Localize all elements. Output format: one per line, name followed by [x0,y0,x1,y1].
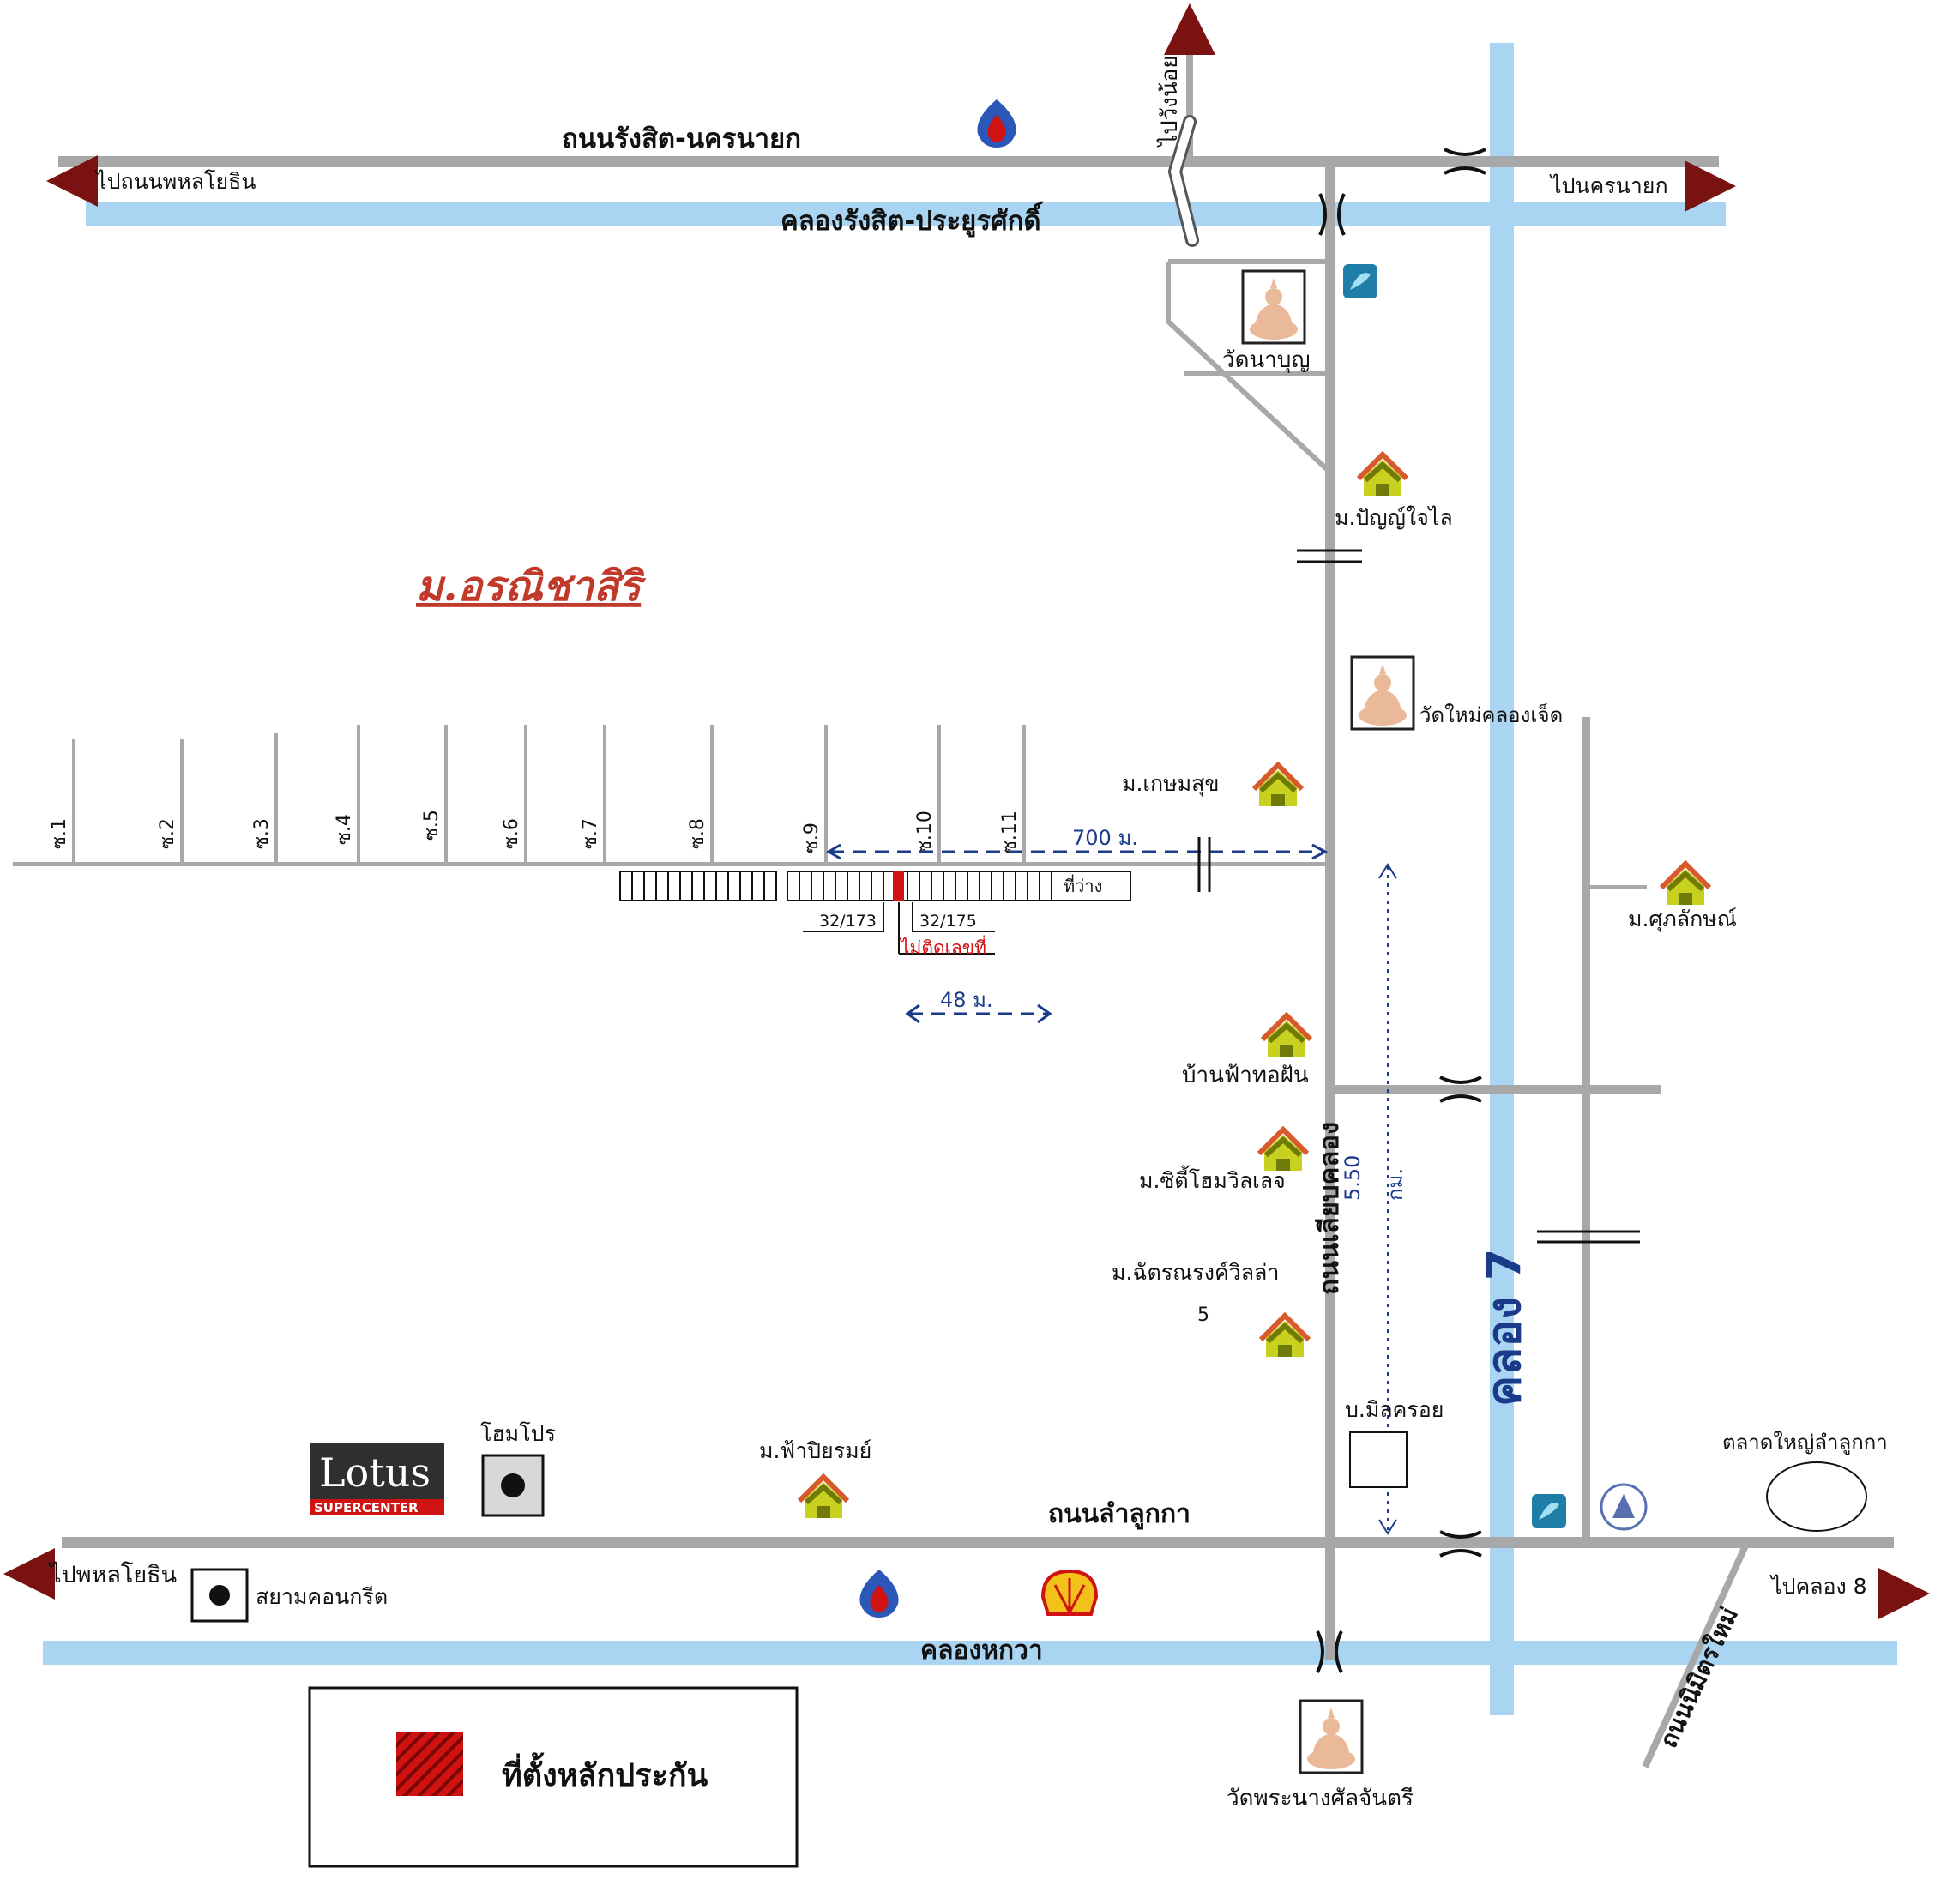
house-icon-suphalak [1661,864,1709,905]
legend: ที่ตั้งหลักประกัน [308,1686,799,1868]
road-lam-luk-ka [62,1537,1894,1548]
canal-hok-wa-label: คลองหกวา [920,1636,1043,1666]
khlong-side-road-label: ถนนเลียบคลอง [1314,1122,1345,1295]
legend-label: ที่ตั้งหลักประกัน [502,1752,708,1793]
lotus-logo: Lotus SUPERCENTER [310,1443,444,1515]
road-wangnoi [1186,50,1193,156]
distance-550-unit: กม. [1383,1168,1408,1201]
house-icon-fa-piyarom [799,1477,847,1518]
ptt-station-icon-top [977,99,1016,148]
panyachai-label: ม.ปัญญ์ใจไล [1335,505,1453,530]
suphalak-label: ม.ศุภลักษณ์ [1628,907,1737,932]
bridge-side-road [1297,549,1362,563]
soi-2-label: ซ.2 [157,818,178,849]
soi-road-bridge [1197,837,1211,892]
ban-fa-label: บ้านฟ้าทอฝัน [1182,1063,1309,1088]
bridge-east-road [1537,1230,1640,1244]
soi-7-label: ซ.7 [580,818,601,849]
road-ban-fa-link [1335,1085,1661,1094]
village-main-label: ม.อรณิชาสิริ [416,563,647,611]
distance-48-label: 48 ม. [940,988,993,1012]
road-sois-main [13,862,1325,866]
millcroy-box [1349,1431,1408,1488]
soi-11-label: ซ.11 [999,810,1021,853]
kasemsuk-label: ม.เกษมสุข [1122,771,1219,797]
plot-right-number: 32/175 [919,912,977,931]
soi-10-label: ซ.10 [914,810,936,853]
road-khlong-side [1325,167,1335,1660]
road-lam-luk-ka-label: ถนนลำลูกกา [1048,1499,1191,1530]
soi-6-label: ซ.6 [501,818,522,849]
plot-rows [619,871,1131,901]
to-khlong8-label: ไปคลอง 8 [1769,1574,1867,1599]
wat-mai-label: วัดใหม่คลองเจ็ด [1420,702,1563,727]
house-icon-panyachai [1359,455,1407,496]
bank-icon-bottom [1532,1494,1566,1528]
canal-rangsit-prayunsak [86,202,1726,226]
canal-hok-wa [43,1641,1897,1665]
soi-lines [72,725,1026,862]
to-phahonyothin-top-label: ไปถนนพหลโยธิน [94,169,256,194]
chattarana-label: ม.ฉัตรณรงค์วิลล่า [1112,1260,1279,1285]
soi-1-label: ซ.1 [49,818,70,849]
khlong7-label: คลอง 7 [1477,1249,1531,1407]
no-number-label: ไม่ติดเลขที่ [899,935,986,958]
canal-khlong7 [1490,43,1514,1715]
homepro-label: โฮมโปร [480,1421,556,1446]
road-suphalak-link [1590,885,1647,889]
house-icon-kasemsuk [1254,765,1302,806]
siam-concrete-label: สยามคอนกรีต [256,1584,388,1609]
chattarana-number: 5 [1197,1304,1209,1326]
plot-left-number: 32/173 [819,912,877,931]
city-home-label: ม.ซิตี้โฮมวิลเลจ [1139,1165,1286,1193]
soi-9-label: ซ.9 [801,822,823,853]
distance-700-label: 700 ม. [1072,826,1138,850]
soi-4-label: ซ.4 [334,814,355,845]
lotus-brand: Lotus [319,1449,431,1496]
road-wat-na-bun [1166,259,1330,473]
legend-swatch [396,1732,463,1796]
talad-oval [1766,1461,1867,1532]
krungthai-bank-icon [1600,1483,1648,1531]
vacant-label: ที่ว่าง [1064,874,1102,896]
wat-phra-nang-label: วัดพระนางศัลจันตรี [1227,1786,1414,1811]
collateral-plot-marker [893,871,904,901]
soi-5-label: ซ.5 [421,810,443,841]
to-phahonyothin-bottom-label: ไปพหลโยธิน [48,1562,177,1588]
distance-550-value: 5.50 [1341,1155,1365,1201]
temple-icon-wat-na-bun [1241,269,1306,345]
talad-label: ตลาดใหญ่ลำลูกกา [1722,1431,1888,1455]
canal-rangsit-prayunsak-label: คลองรังสิต-ประยูรศักดิ์ [781,201,1044,238]
house-icon-chattarana [1261,1316,1309,1357]
ptt-station-icon-bottom [859,1570,899,1618]
temple-icon-wat-mai [1350,655,1415,731]
house-icon-city-home [1259,1130,1307,1171]
homepro-icon [481,1454,545,1517]
soi-8-label: ซ.8 [687,818,708,849]
temple-icon-wat-phra-nang [1299,1699,1364,1774]
soi-3-label: ซ.3 [251,818,273,849]
millcroy-label: บ.มิลครอย [1345,1397,1444,1422]
plot-leader-lines [803,902,995,955]
bank-icon-top [1343,264,1377,298]
siam-concrete-icon [190,1568,249,1623]
road-rangsit-nakhonnayok-label: ถนนรังสิต-นครนายก [562,124,801,154]
road-rangsit-nakhonnayok [58,156,1719,167]
lotus-sub: SUPERCENTER [314,1500,419,1515]
to-wangnoi-label: ไปวังน้อย [1156,56,1183,148]
fa-piyarom-label: ม.ฟ้าปิยรมย์ [759,1438,871,1463]
road-nimit-mai [1642,1542,1750,1768]
road-east-parallel [1582,717,1590,1537]
shell-station-icon [1040,1569,1099,1616]
wat-na-bun-label: วัดนาบุญ [1222,347,1311,373]
house-icon-ban-fa [1263,1015,1311,1057]
nimit-mai-label: ถนนนิมิตรใหม่ [1654,1603,1744,1752]
to-nakhonnayok-label: ไปนครนายก [1549,173,1668,198]
